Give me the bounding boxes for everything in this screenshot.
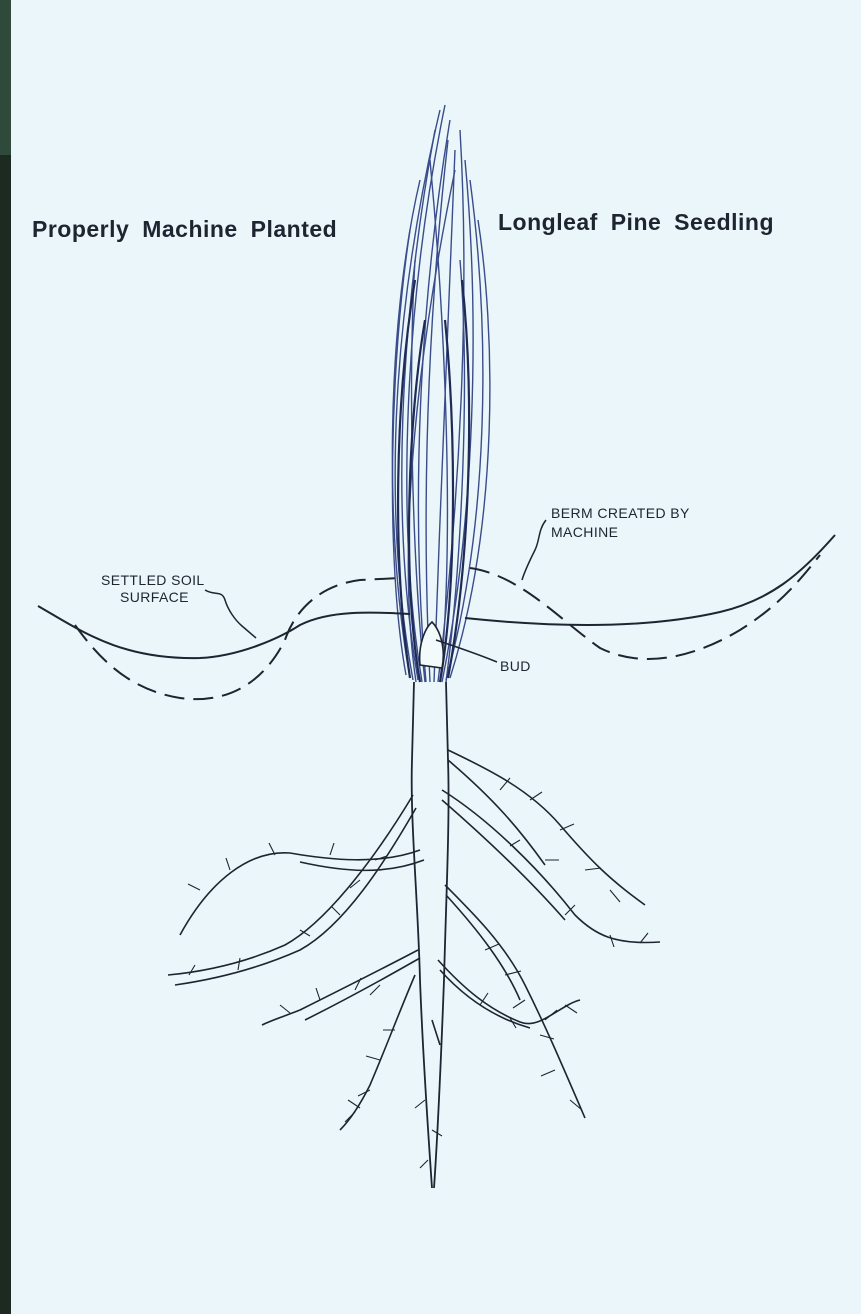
berm-label-line2: MACHINE xyxy=(551,524,618,540)
stem xyxy=(412,682,449,1188)
pointer-lines xyxy=(205,520,546,662)
bud-label: BUD xyxy=(500,658,531,674)
bud xyxy=(420,622,444,668)
needle-cluster xyxy=(392,105,490,682)
berm-label-line1: BERM CREATED BY xyxy=(551,505,690,521)
root-system xyxy=(168,750,660,1130)
settled-soil-label-line1: SETTLED SOIL xyxy=(101,572,205,588)
settled-soil-label-line2: SURFACE xyxy=(120,589,189,605)
root-hairs xyxy=(188,778,648,1168)
